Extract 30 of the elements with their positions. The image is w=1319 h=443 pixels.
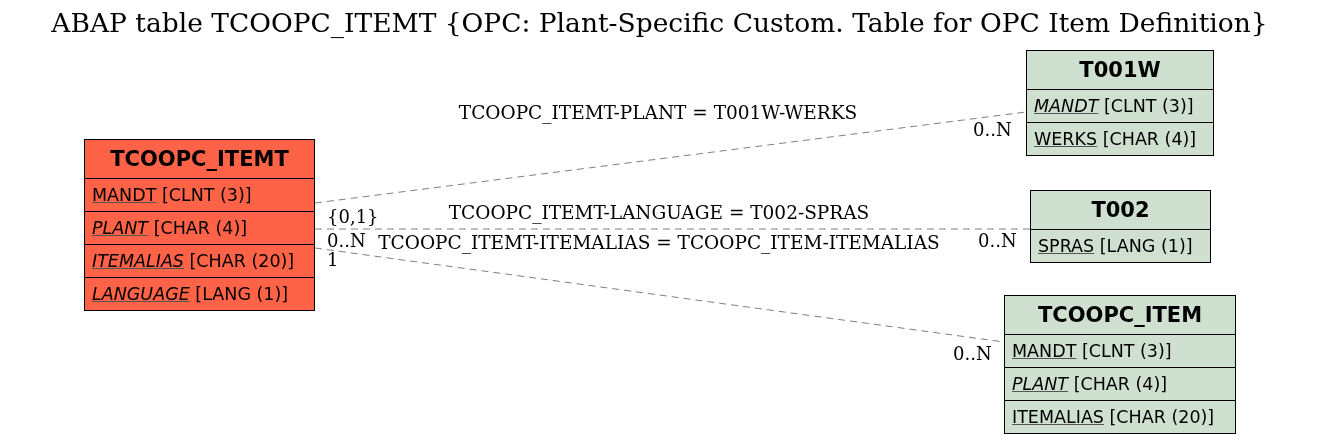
table-field: LANGUAGE [LANG (1)] [85, 277, 314, 310]
table-field: PLANT [CHAR (4)] [85, 211, 314, 244]
table-box [1026, 50, 1214, 156]
table-title: T001W [1078, 57, 1162, 84]
cardinality-label: 1 [327, 250, 339, 270]
relationship-line [314, 228, 1031, 230]
table-title: TCOOPC_ITEMT [109, 146, 290, 173]
table-box [1030, 190, 1211, 263]
table-title: TCOOPC_ITEM [1036, 302, 1204, 329]
table-box [1004, 295, 1236, 434]
table-field: MANDT [CLNT (3)] [1005, 334, 1235, 367]
table-field: MANDT [CLNT (3)] [85, 178, 314, 211]
relationship-line [314, 111, 1027, 204]
edge-label: TCOOPC_ITEMT-PLANT = T001W-WERKS [458, 103, 858, 123]
table-field: ITEMALIAS [CHAR (20)] [85, 244, 314, 277]
diagram-title: ABAP table TCOOPC_ITEMT {OPC: Plant-Specific Custom. Table for OPC Item Definition} [51, 7, 1268, 39]
edge-label: TCOOPC_ITEMT-ITEMALIAS = TCOOPC_ITEM-ITEMALIAS [378, 233, 940, 253]
table-field: ITEMALIAS [CHAR (20)] [1005, 400, 1235, 433]
cardinality-label: 0..N [953, 344, 992, 364]
table-field: PLANT [CHAR (4)] [1005, 367, 1235, 400]
cardinality-label: 0..N [978, 231, 1017, 251]
cardinality-label: 0..N [973, 120, 1012, 140]
table-field: SPRAS [LANG (1)] [1031, 229, 1210, 262]
table-field: MANDT [CLNT (3)] [1027, 89, 1213, 122]
cardinality-label: {0,1} [327, 207, 379, 227]
cardinality-label: 0..N [327, 231, 366, 251]
edge-label: TCOOPC_ITEMT-LANGUAGE = T002-SPRAS [448, 203, 870, 223]
table-title: T002 [1090, 197, 1151, 224]
table-box [84, 139, 315, 311]
table-field: WERKS [CHAR (4)] [1027, 122, 1213, 155]
